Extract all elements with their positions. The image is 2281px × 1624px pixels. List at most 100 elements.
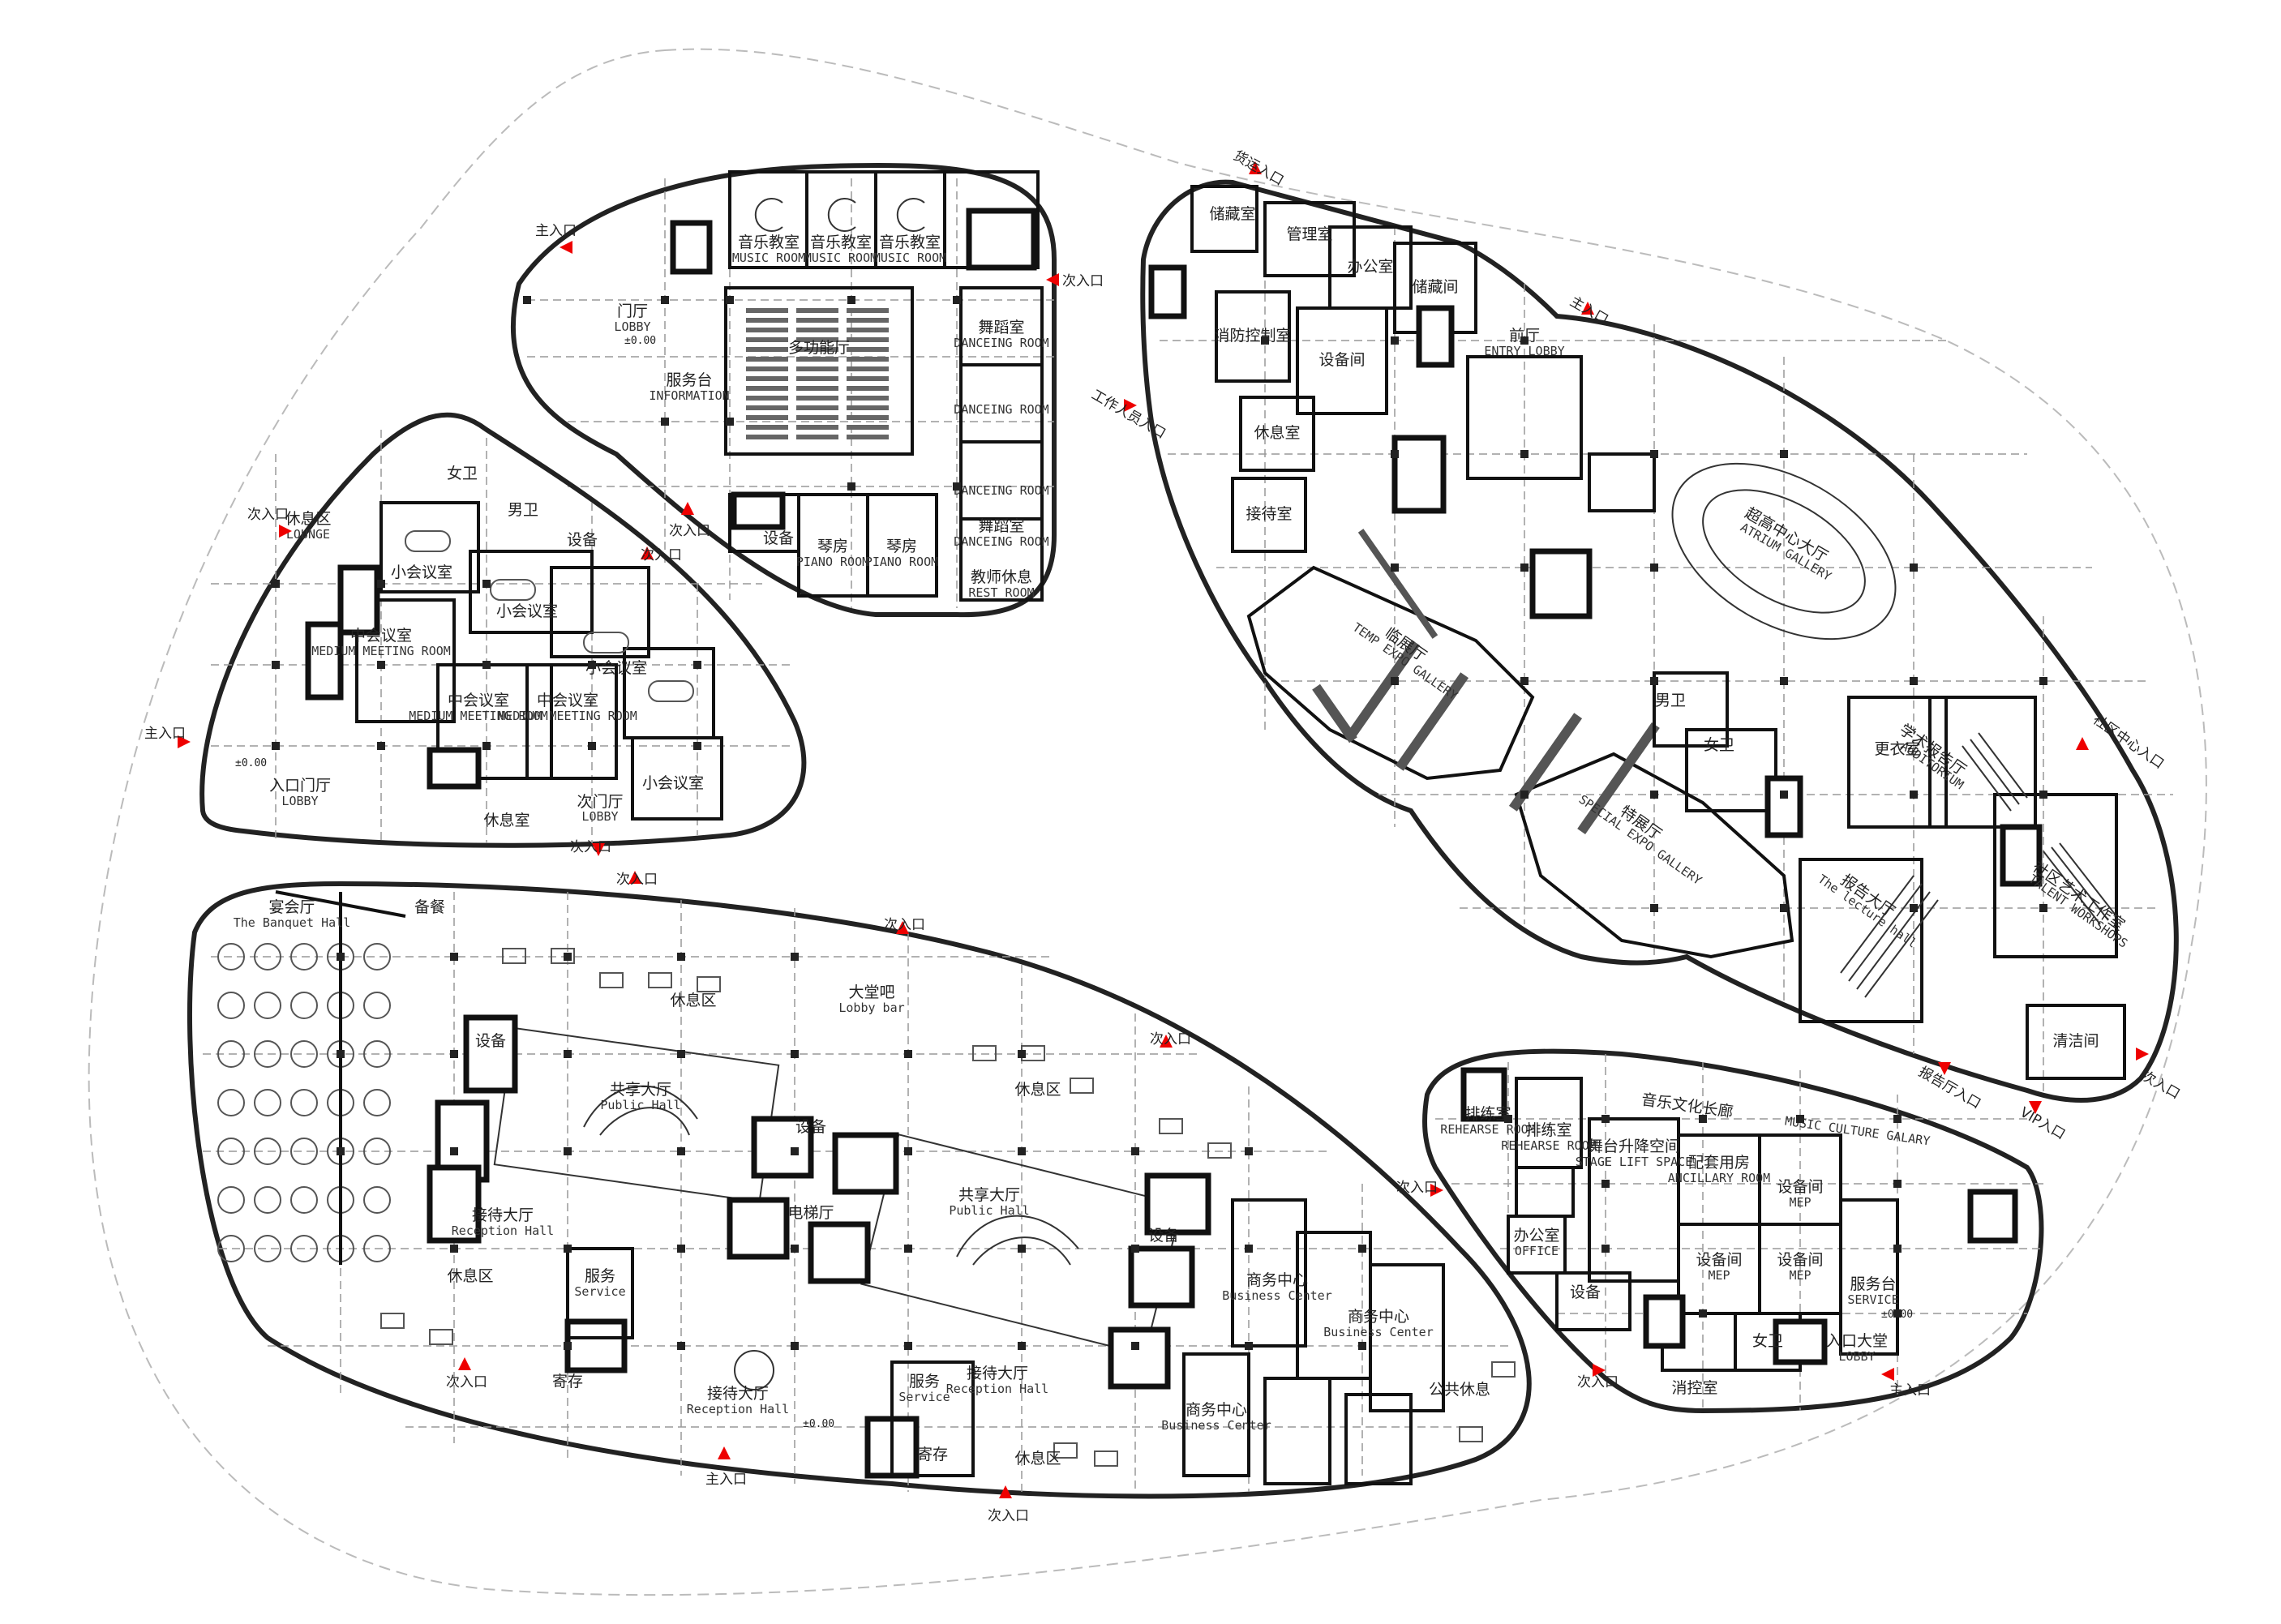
exh-room-8-label: 储藏间 bbox=[1412, 278, 1458, 296]
round-table bbox=[290, 943, 318, 971]
service-1-label: 服务 bbox=[585, 1267, 615, 1285]
entrance-meeting-secondary-1: 次入口 bbox=[247, 507, 292, 538]
seat-row bbox=[847, 396, 889, 401]
lounge-table bbox=[972, 1045, 997, 1061]
column bbox=[791, 953, 799, 961]
dancing-room-1-label: 舞蹈室 bbox=[978, 319, 1024, 336]
column bbox=[564, 1147, 572, 1155]
mid-meeting-1-label: 中会议室 bbox=[350, 627, 412, 645]
public-hall-2-label: 共享大厅 bbox=[958, 1186, 1020, 1204]
exhibition-room-walls bbox=[1190, 185, 2126, 1080]
meeting-toilet-label: 女卫 bbox=[447, 465, 478, 482]
column bbox=[377, 661, 385, 669]
seat-row bbox=[746, 376, 788, 381]
column bbox=[1650, 450, 1658, 458]
red-triangle-icon bbox=[999, 1485, 1012, 1498]
round-table bbox=[217, 1235, 245, 1262]
hall-seating bbox=[746, 308, 889, 439]
entrance-hall-secondary-2: 次入口 bbox=[884, 917, 925, 934]
column bbox=[1910, 677, 1918, 685]
reception-sculpture bbox=[734, 1350, 774, 1390]
mid-meeting-2-label: 中会议室 bbox=[448, 692, 509, 709]
column bbox=[564, 953, 572, 961]
entrance-label: 次入口 bbox=[1577, 1374, 1619, 1390]
round-table bbox=[290, 1089, 318, 1116]
column bbox=[1699, 1115, 1707, 1123]
seat-row bbox=[847, 357, 889, 362]
exh-room-4-label: 消防控制室 bbox=[1214, 327, 1291, 345]
business-3-label-en: Business Center bbox=[1161, 1418, 1271, 1433]
seat-row bbox=[796, 337, 838, 342]
column bbox=[1893, 1180, 1902, 1188]
column bbox=[1520, 450, 1529, 458]
entrance-music-secondary-1: 次入口 bbox=[1046, 273, 1104, 289]
reception-3-label: 接待大厅 bbox=[967, 1365, 1028, 1382]
mid-meeting-2-label-en: MEDIUM MEETING ROOM bbox=[409, 709, 548, 723]
seat-row bbox=[796, 405, 838, 410]
seat-row bbox=[796, 308, 838, 313]
round-table bbox=[290, 1040, 318, 1068]
red-triangle-icon bbox=[1938, 1062, 1951, 1075]
column bbox=[1245, 1245, 1253, 1253]
column bbox=[1520, 563, 1529, 572]
column bbox=[726, 418, 734, 426]
column bbox=[677, 1050, 685, 1058]
stage-lift-label: 舞台升降空间 bbox=[1588, 1138, 1680, 1155]
lecture-hall-label: The lecture hall bbox=[1816, 872, 1920, 951]
column bbox=[1520, 336, 1529, 345]
column bbox=[791, 1050, 799, 1058]
round-table bbox=[290, 992, 318, 1019]
column bbox=[693, 661, 701, 669]
seat-row bbox=[847, 435, 889, 439]
red-triangle-icon bbox=[458, 1357, 471, 1370]
mc-service-label: 服务台 bbox=[1850, 1275, 1896, 1293]
mid-meeting-3-label: 中会议室 bbox=[537, 692, 598, 709]
seat-row bbox=[847, 328, 889, 332]
atrium-ring bbox=[1671, 462, 1897, 641]
piano-room-1-label-en: PIANO ROOM bbox=[796, 555, 869, 569]
column bbox=[1910, 904, 1918, 912]
gallery-display-bars bbox=[1312, 529, 1660, 834]
entrance-label: 次入口 bbox=[446, 1374, 487, 1390]
entrance-meeting-main: 主入口 bbox=[144, 726, 191, 748]
round-table bbox=[217, 1138, 245, 1165]
column bbox=[564, 1342, 572, 1350]
entrance-exh-vip: VIP入口 bbox=[2017, 1101, 2068, 1143]
music-culture-building: 排练室 REHEARSE ROOM 排练室 REHEARSE ROOM 舞台升降… bbox=[1422, 1048, 2044, 1414]
entrance-label: 次入口 bbox=[2139, 1068, 2183, 1103]
entrance-label: 次入口 bbox=[1150, 1031, 1191, 1048]
entrance-label: 次入口 bbox=[616, 872, 658, 888]
column bbox=[337, 953, 345, 961]
column bbox=[1601, 1180, 1610, 1188]
column bbox=[1699, 1309, 1707, 1318]
exh-room-10-label: 清洁间 bbox=[2052, 1032, 2099, 1050]
column bbox=[847, 296, 855, 304]
round-table bbox=[363, 1186, 391, 1214]
hall-lounge-1-label: 休息区 bbox=[670, 992, 716, 1009]
column bbox=[1131, 1245, 1139, 1253]
exh-room-2-label: 管理室 bbox=[1286, 225, 1332, 243]
entrance-label: 次入口 bbox=[988, 1508, 1029, 1524]
reception-cores bbox=[427, 1014, 1211, 1479]
seat-row bbox=[796, 328, 838, 332]
teacher-rest-label-en: REST ROOM bbox=[968, 585, 1034, 600]
seat-row bbox=[847, 415, 889, 420]
column bbox=[588, 742, 596, 750]
music-room-1-label-en: MUSIC ROOM bbox=[732, 251, 805, 265]
column bbox=[2039, 904, 2047, 912]
meeting-room-walls bbox=[355, 501, 723, 821]
lounge-table bbox=[1053, 1442, 1078, 1459]
mc-office-label-en: OFFICE bbox=[1515, 1244, 1559, 1258]
red-triangle-icon bbox=[2029, 1101, 2042, 1114]
red-triangle-icon bbox=[1581, 302, 1594, 315]
column bbox=[1391, 677, 1399, 685]
music-level-mark: ±0.00 bbox=[624, 335, 656, 347]
entrance-meeting-secondary-2: 次入口 bbox=[641, 546, 682, 563]
entrance-label: 次入口 bbox=[570, 839, 611, 855]
column bbox=[1261, 336, 1269, 345]
red-triangle-icon bbox=[681, 502, 694, 515]
piano-room-1-label: 琴房 bbox=[817, 538, 848, 555]
column bbox=[272, 580, 280, 588]
public-hall-1-label: 共享大厅 bbox=[610, 1081, 671, 1099]
